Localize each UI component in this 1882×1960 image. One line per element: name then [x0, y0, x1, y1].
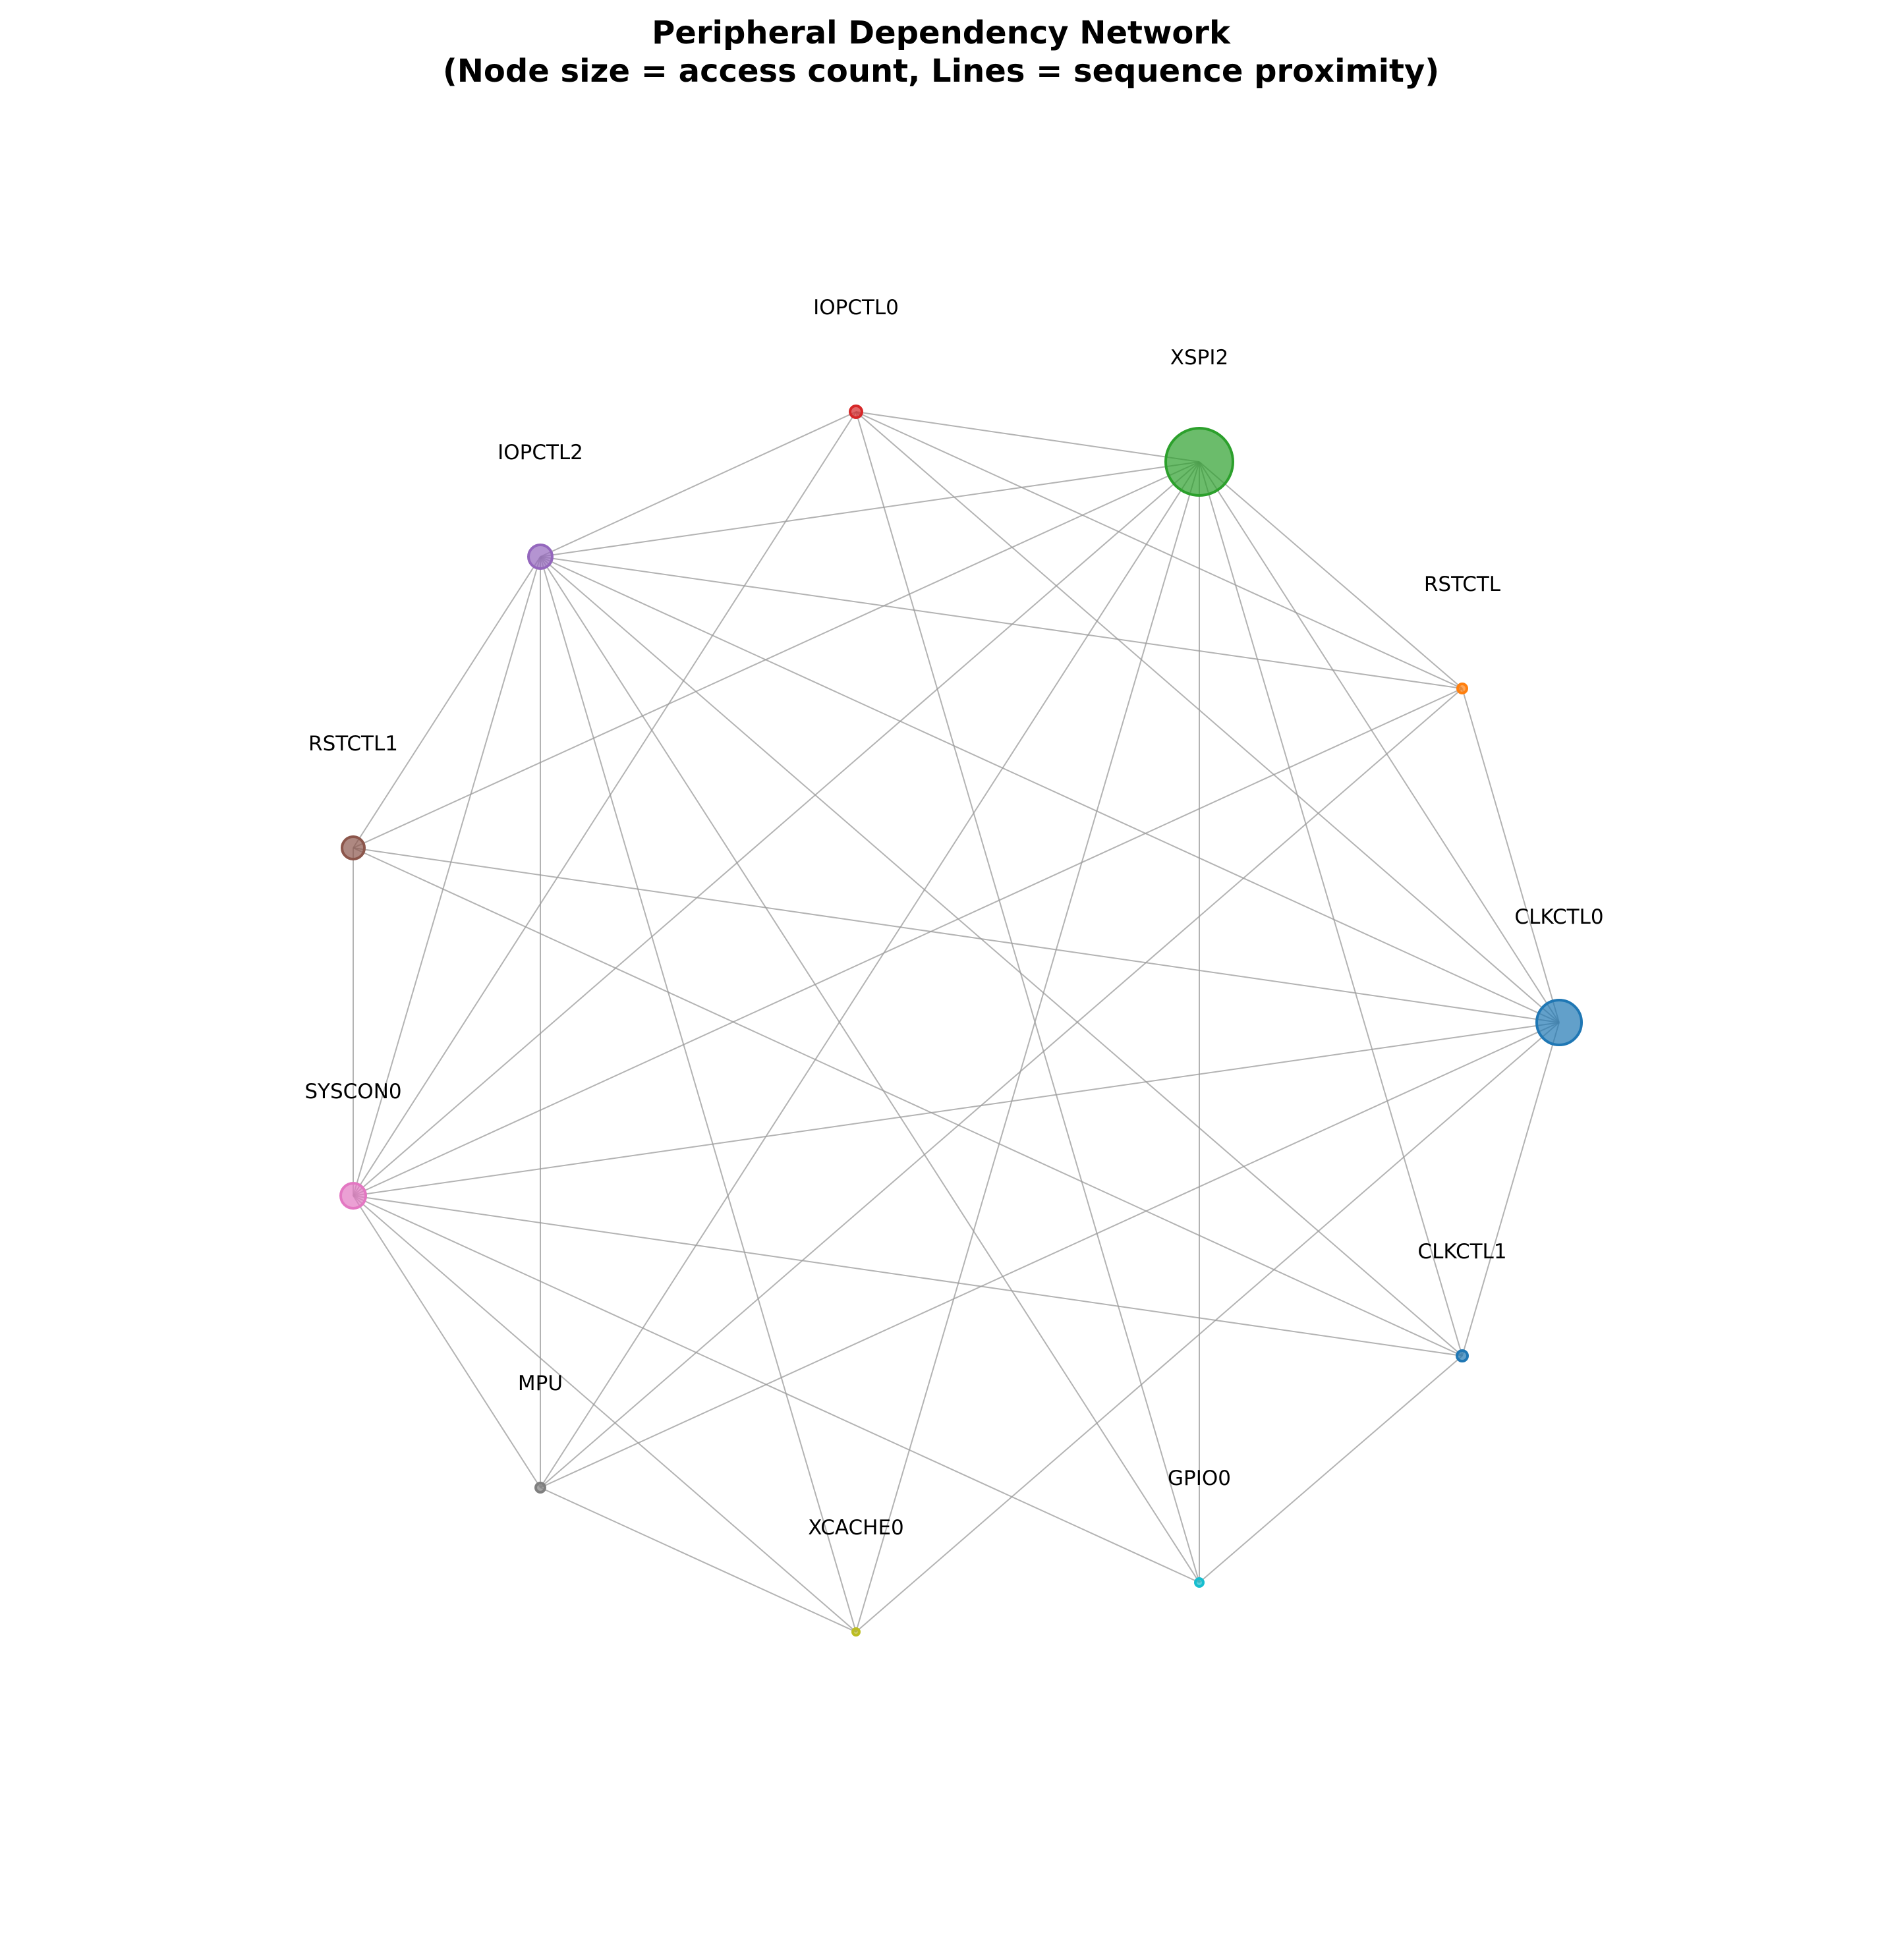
node-label-gpio0: GPIO0 — [1168, 1467, 1231, 1490]
label-layer: CLKCTL0 RSTCTL XSPI2 IOPCTL0IOPCTL2RSTCTL1S… — [304, 296, 1603, 1540]
edge-xspi2-xcache0 — [855, 461, 1200, 1633]
node-label-rstctl: RSTCTL — [1424, 573, 1501, 596]
edge-xspi2-syscon0 — [353, 461, 1200, 1196]
edge-syscon0-clkctl1 — [353, 1195, 1463, 1357]
edge-iopctl0-gpio0 — [855, 411, 1200, 1583]
edge-syscon0-clkctl0 — [353, 1022, 1560, 1196]
chart-title-line-1: Peripheral Dependency Network — [652, 14, 1231, 51]
node-label-xspi2: XSPI2 — [1170, 346, 1228, 370]
edge-xspi2-rstctl — [1199, 461, 1463, 689]
node-rstctl — [1456, 683, 1468, 694]
edge-xspi2-rstctl1 — [353, 461, 1200, 849]
node-syscon0 — [339, 1182, 367, 1210]
edge-xspi2-clkctl1 — [1199, 461, 1463, 1357]
edge-iopctl0-iopctl2 — [540, 411, 857, 557]
edge-rstctl1-clkctl1 — [353, 847, 1463, 1357]
node-iopctl0 — [849, 405, 863, 419]
node-label-rstctl1: RSTCTL1 — [308, 732, 398, 756]
node-xspi2 — [1164, 427, 1234, 497]
edge-rstctl1-clkctl0 — [353, 847, 1560, 1023]
edge-iopctl0-rstctl — [855, 411, 1463, 689]
node-label-syscon0: SYSCON0 — [304, 1080, 401, 1104]
node-xcache0 — [851, 1627, 861, 1637]
node-layer — [339, 405, 1583, 1637]
node-label-mpu: MPU — [518, 1372, 563, 1395]
node-gpio0 — [1194, 1577, 1205, 1588]
edge-mpu-xcache0 — [540, 1487, 857, 1633]
edge-clkctl1-gpio0 — [1199, 1355, 1463, 1583]
node-label-xcache0: XCACHE0 — [808, 1516, 904, 1540]
edge-iopctl2-rstctl1 — [353, 556, 541, 849]
edge-clkctl0-clkctl1 — [1462, 1022, 1560, 1357]
edge-rstctl-mpu — [540, 688, 1463, 1488]
edge-xspi2-iopctl2 — [540, 461, 1200, 557]
edge-rstctl-clkctl0 — [1462, 688, 1560, 1023]
edge-iopctl0-syscon0 — [353, 411, 857, 1196]
edge-iopctl0-clkctl0 — [855, 411, 1560, 1023]
node-label-clkctl0: CLKCTL0 — [1514, 905, 1603, 929]
edge-iopctl0-xspi2 — [855, 411, 1200, 462]
node-rstctl1 — [341, 835, 366, 860]
node-iopctl2 — [527, 544, 554, 570]
edge-iopctl2-rstctl — [540, 556, 1463, 689]
node-label-clkctl1: CLKCTL1 — [1417, 1240, 1506, 1264]
chart-title-line-2: (Node size = access count, Lines = seque… — [443, 53, 1439, 90]
node-clkctl0 — [1535, 999, 1583, 1046]
edge-syscon0-gpio0 — [353, 1195, 1200, 1583]
edge-iopctl2-clkctl0 — [540, 556, 1560, 1023]
edge-clkctl0-mpu — [540, 1022, 1560, 1488]
edge-xspi2-clkctl0 — [1199, 461, 1560, 1023]
edge-iopctl2-syscon0 — [353, 556, 541, 1196]
node-label-iopctl2: IOPCTL2 — [498, 441, 583, 464]
edge-iopctl2-gpio0 — [540, 556, 1200, 1583]
edge-iopctl2-clkctl1 — [540, 556, 1463, 1357]
edge-syscon0-xcache0 — [353, 1195, 857, 1633]
edge-iopctl2-xcache0 — [540, 556, 857, 1633]
edge-layer — [353, 411, 1560, 1633]
node-label-iopctl0: IOPCTL0 — [813, 296, 899, 320]
edge-syscon0-mpu — [353, 1195, 541, 1488]
node-clkctl1 — [1456, 1349, 1469, 1362]
edge-clkctl0-xcache0 — [855, 1022, 1560, 1633]
edge-xspi2-mpu — [540, 461, 1200, 1488]
node-mpu — [534, 1482, 546, 1494]
edge-rstctl-syscon0 — [353, 688, 1463, 1196]
